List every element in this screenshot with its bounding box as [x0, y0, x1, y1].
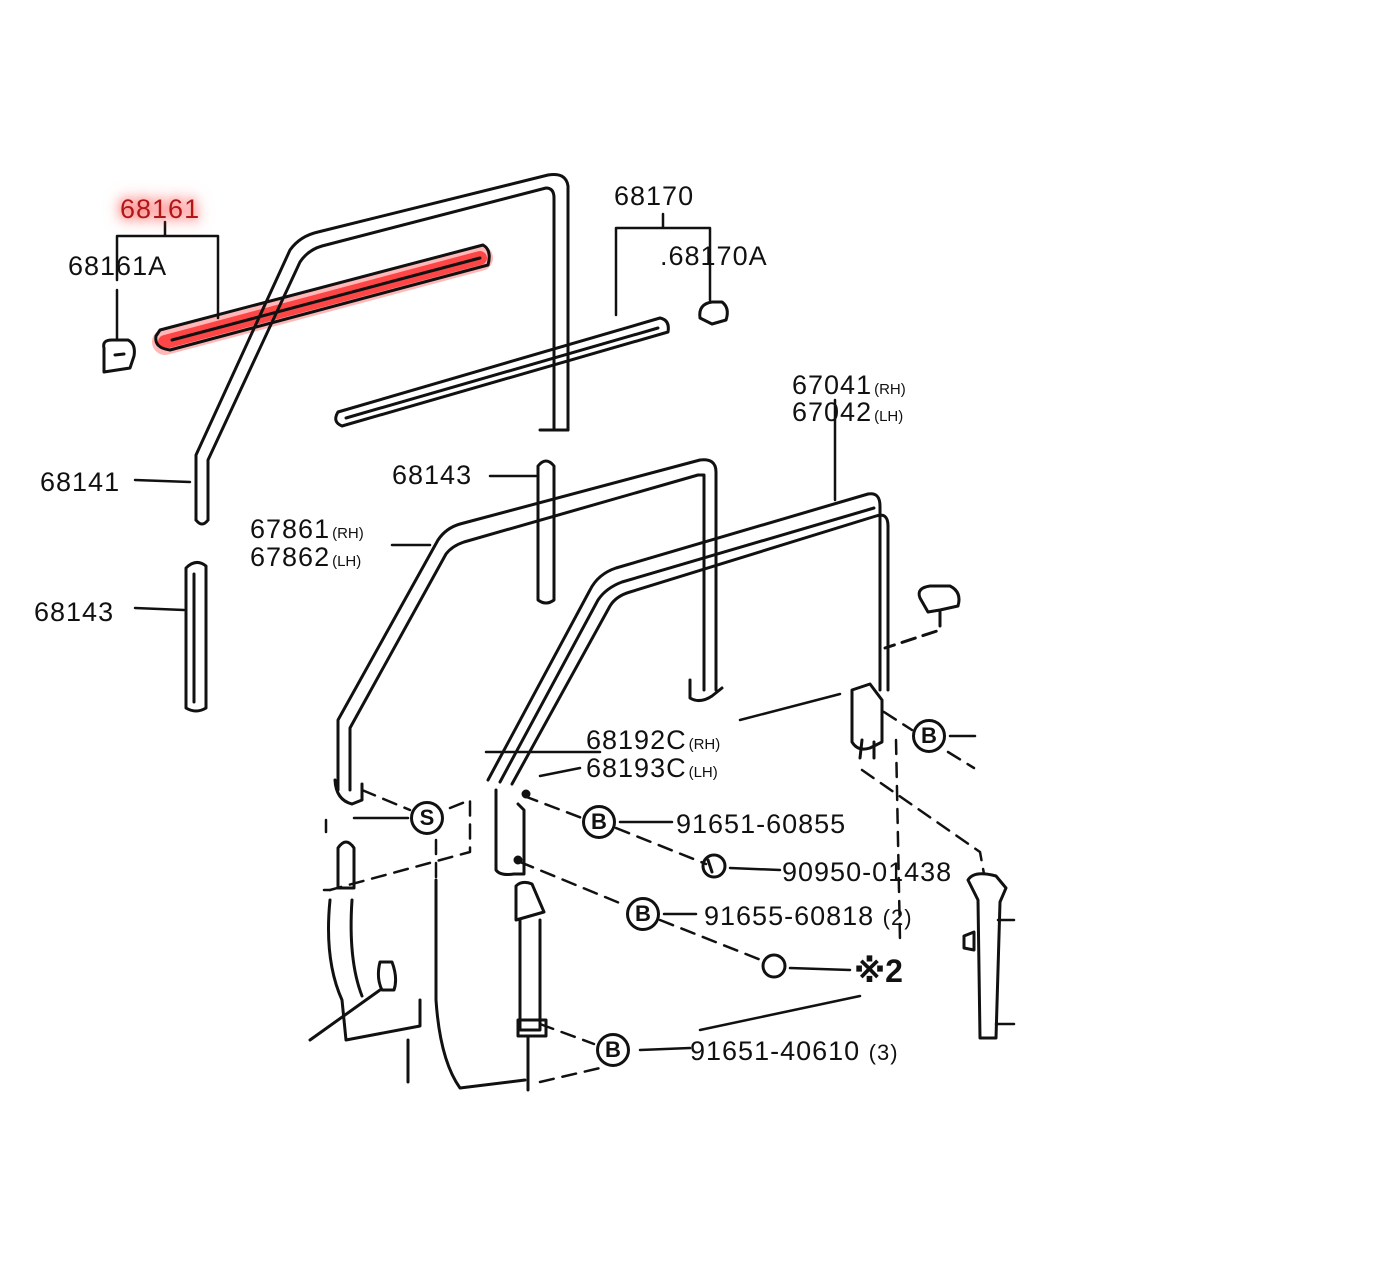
label-67862-side: (LH): [332, 553, 362, 570]
label-91655-60818-number: 91655-60818: [704, 901, 875, 931]
label-68192C: 68192C(RH): [586, 727, 720, 754]
part-68143-center-run-channel: [536, 459, 556, 605]
label-91651-40610-qty: (3): [868, 1040, 899, 1065]
note-2-marker: ※2: [854, 953, 903, 989]
label-91651-40610-number: 91651-40610: [690, 1036, 861, 1066]
part-68161-belt-moulding: [154, 243, 491, 352]
part-68143-left-run-channel: [184, 561, 208, 713]
label-68170: 68170: [614, 181, 695, 211]
label-68161: 68161: [120, 194, 201, 224]
label-68170A: .68170A: [660, 241, 768, 271]
label-67041-side: (RH): [874, 381, 906, 398]
part-68161A-clip: [102, 338, 136, 374]
grommet-90950-01438: [701, 853, 727, 879]
part-window-regulator-arm: [514, 880, 548, 1092]
part-lower-bracket-left: [308, 778, 527, 1090]
callout-b-bolt-right: B: [912, 719, 946, 753]
label-67041-number: 67041: [792, 370, 873, 400]
label-67861-number: 67861: [250, 514, 331, 544]
label-67861-side: (RH): [332, 525, 364, 542]
part-68192C-division-bar: [484, 750, 602, 876]
label-68143-left: 68143: [34, 597, 115, 627]
part-67041-glass-run: [486, 398, 890, 786]
label-67042-side: (LH): [874, 408, 904, 425]
dashed-leaders: [322, 710, 986, 1084]
label-67862: 67862(LH): [250, 544, 361, 571]
label-91651-40610: 91651-40610 (3): [690, 1038, 899, 1065]
label-91651-60855: 91651-60855: [676, 809, 847, 839]
label-68192C-side: (RH): [688, 736, 721, 753]
label-68193C: 68193C(LH): [586, 755, 718, 782]
solid-leaders: [352, 734, 977, 1052]
label-67042-number: 67042: [792, 397, 873, 427]
callout-s-screw: S: [410, 801, 444, 835]
part-68170A-clip: [698, 300, 729, 326]
callout-b-bolt-91655-60818: B: [626, 897, 660, 931]
label-68193C-number: 68193C: [586, 753, 687, 783]
part-68141-door-frame: [194, 173, 570, 526]
part-lower-sash-bracket: [738, 584, 1016, 1040]
part-67861-run-channel: [336, 458, 724, 792]
label-68143-center: 68143: [392, 460, 473, 490]
label-68161A: 68161A: [68, 251, 168, 281]
label-91655-60818: 91655-60818 (2): [704, 903, 913, 930]
callout-b-bolt-91651-60855: B: [582, 805, 616, 839]
part-68170-inner-belt: [334, 316, 670, 428]
label-68193C-side: (LH): [688, 764, 718, 781]
label-67041: 67041(RH): [792, 372, 906, 399]
label-67862-number: 67862: [250, 542, 331, 572]
label-67042: 67042(LH): [792, 399, 903, 426]
grommet-note-2: [761, 953, 787, 979]
label-91655-60818-qty: (2): [882, 905, 913, 930]
label-68192C-number: 68192C: [586, 725, 687, 755]
label-67861: 67861(RH): [250, 516, 364, 543]
label-68141: 68141: [40, 467, 121, 497]
callout-b-bolt-91651-40610: B: [596, 1033, 630, 1067]
label-90950-01438: 90950-01438: [782, 857, 953, 887]
